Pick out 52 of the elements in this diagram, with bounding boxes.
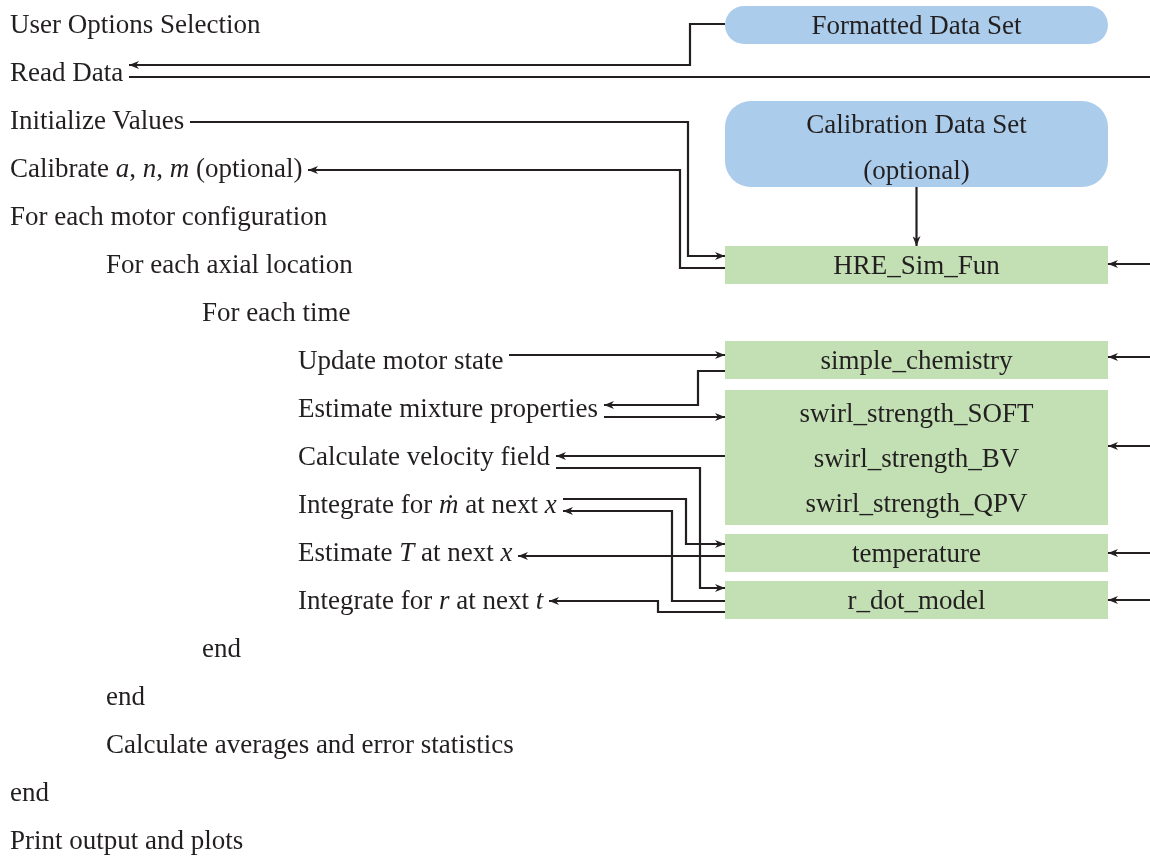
arrow [129, 22, 725, 69]
arrow [1108, 260, 1150, 268]
data-set-box [725, 101, 1108, 187]
pseudocode-line: Integrate for ṁ at next x [298, 487, 557, 521]
pseudocode-line: Print output and plots [10, 824, 244, 857]
function-box [725, 341, 1108, 379]
function-box [725, 246, 1108, 284]
arrow [912, 187, 921, 246]
function-name: r_dot_model [847, 584, 986, 617]
data-set-name: Formatted Data Set [811, 9, 1022, 42]
arrow [1108, 442, 1150, 450]
pseudocode-line: Estimate mixture properties [298, 391, 598, 425]
pseudocode-line: For each time [202, 296, 351, 329]
arrow [556, 466, 725, 592]
function-name: HRE_Sim_Fun [833, 249, 1000, 282]
connector-line [129, 75, 1150, 79]
pseudocode-line: Update motor state [298, 343, 504, 377]
arrow [563, 497, 725, 548]
pseudocode-line: Calibrate a, n, m (optional) [10, 151, 303, 185]
pseudocode-line: end [10, 776, 49, 809]
pseudocode-line: Calculate velocity field [298, 439, 550, 473]
pseudocode-line: end [202, 632, 241, 665]
function-name: simple_chemistry [820, 344, 1013, 377]
function-name: swirl_strength_BV [813, 441, 1020, 475]
arrow [549, 597, 725, 614]
pseudocode-line: Calculate averages and error statistics [106, 728, 514, 761]
function-name: swirl_strength_SOFT [799, 396, 1034, 430]
arrow [1108, 353, 1150, 361]
pseudocode-line: For each motor configuration [10, 200, 328, 233]
data-set-box [725, 6, 1108, 44]
arrow [604, 369, 725, 409]
function-name: swirl_strength_QPV [805, 486, 1028, 520]
function-box [725, 534, 1108, 572]
arrow [556, 452, 725, 460]
pseudocode-line: Initialize Values [10, 103, 185, 137]
arrow [308, 166, 725, 270]
data-set-name: Calibration Data Set (optional) [805, 108, 1028, 187]
arrow [1108, 596, 1150, 604]
pseudocode-line: Estimate T at next x [298, 535, 513, 569]
arrow [563, 507, 725, 603]
arrow [1108, 549, 1150, 557]
function-box [725, 390, 1108, 525]
pseudocode-line: end [106, 680, 145, 713]
pseudocode-line: User Options Selection [10, 8, 261, 41]
pseudocode-line: Read Data [10, 55, 124, 89]
arrow [509, 351, 725, 359]
function-box [725, 581, 1108, 619]
arrow [604, 413, 725, 421]
function-name: temperature [852, 537, 981, 570]
arrow [190, 120, 725, 260]
arrow [518, 552, 725, 560]
pseudocode-line: For each axial location [106, 248, 353, 281]
